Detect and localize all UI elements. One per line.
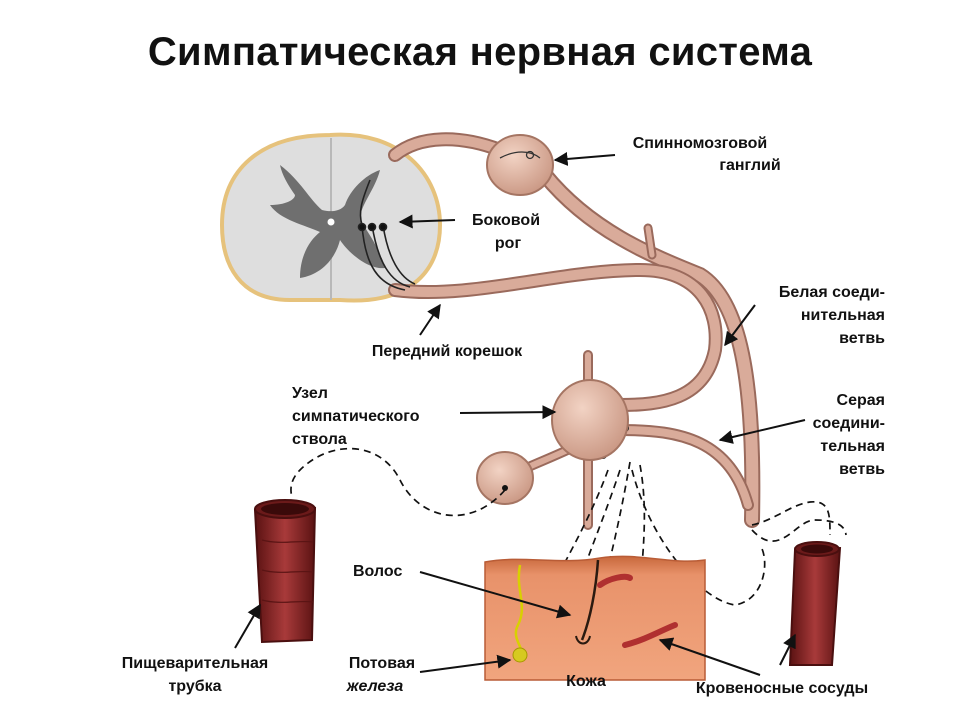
spinal-cord bbox=[219, 132, 443, 303]
pointer-arrows bbox=[234, 151, 806, 676]
sweat-gland bbox=[512, 647, 528, 663]
label-trunk-node-3: ствола bbox=[292, 431, 347, 448]
label-trunk-node-1: Узел bbox=[292, 385, 328, 402]
label-white-ramus-1: Белая соеди- bbox=[779, 284, 885, 301]
label-lateral-horn-1: Боковой bbox=[472, 212, 540, 229]
label-digestive-tube-1: Пищеварительная bbox=[122, 655, 269, 672]
label-white-ramus-3: ветвь bbox=[839, 330, 885, 347]
label-gray-ramus-4: ветвь bbox=[839, 461, 885, 478]
label-gray-ramus-3: тельная bbox=[820, 438, 885, 455]
label-hair: Волос bbox=[353, 563, 402, 580]
page-title: Симпатическая нервная система bbox=[147, 30, 813, 74]
label-gray-ramus-2: соедини- bbox=[813, 415, 885, 432]
label-sweat-gland-2: железа bbox=[346, 678, 404, 695]
nerve-fibers bbox=[388, 132, 761, 530]
label-blood-vessels: Кровеносные сосуды bbox=[696, 680, 868, 697]
label-trunk-node-2: симпатического bbox=[292, 408, 420, 425]
label-anterior-root: Передний корешок bbox=[372, 343, 523, 360]
postganglionic-fibers bbox=[290, 447, 847, 621]
label-digestive-tube-2: трубка bbox=[168, 678, 221, 695]
labels: Спинномозговой ганглий Боковой рог Белая… bbox=[122, 135, 885, 697]
label-gray-ramus-1: Серая bbox=[837, 392, 885, 409]
label-spinal-ganglion-1: Спинномозговой bbox=[633, 135, 768, 152]
skin-vessel-1 bbox=[597, 573, 633, 588]
label-white-ramus-2: нительная bbox=[801, 307, 885, 324]
hair-follicle bbox=[580, 559, 600, 641]
skin bbox=[484, 555, 706, 681]
central-canal bbox=[327, 218, 335, 226]
skin-vessel-2 bbox=[622, 622, 678, 648]
gray-matter bbox=[270, 165, 385, 278]
digestive-tube bbox=[253, 499, 317, 644]
label-sweat-gland-1: Потовая bbox=[349, 655, 415, 672]
label-skin: Кожа bbox=[566, 673, 606, 690]
spinal-ganglion bbox=[486, 134, 554, 196]
label-spinal-ganglion-2: ганглий bbox=[719, 157, 780, 174]
sympathetic-trunk-node bbox=[551, 379, 629, 461]
lower-trunk-node bbox=[476, 451, 534, 505]
label-lateral-horn-2: рог bbox=[495, 235, 522, 252]
blood-vessel bbox=[788, 541, 842, 666]
